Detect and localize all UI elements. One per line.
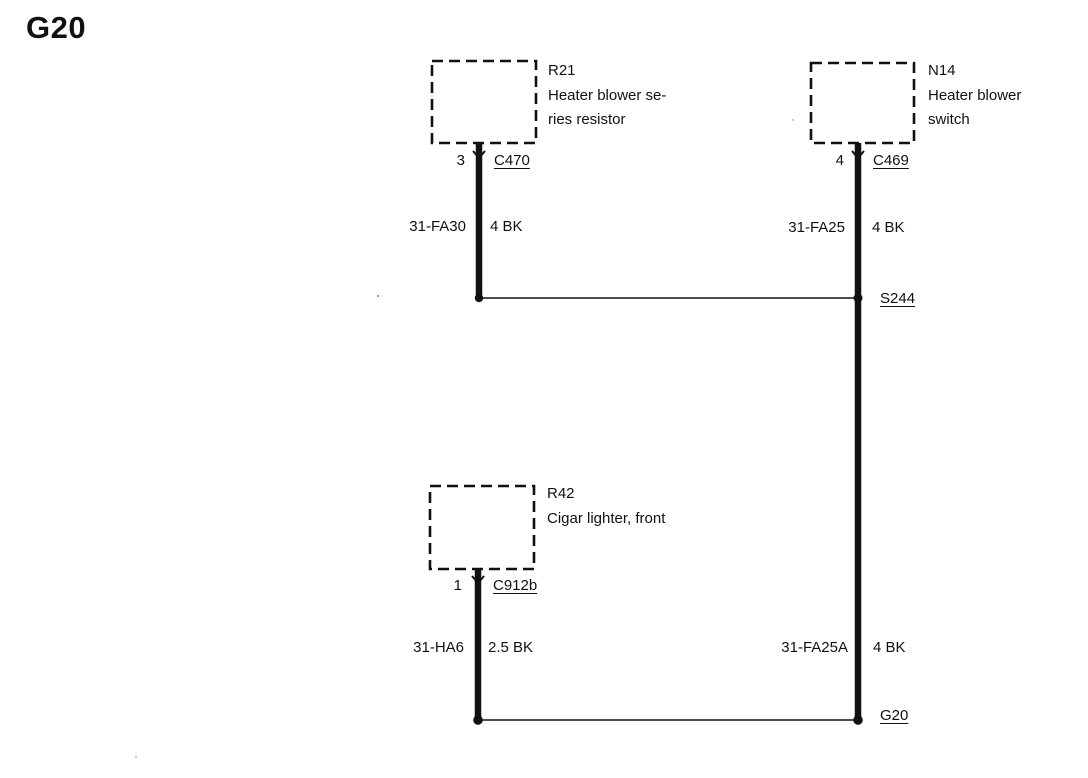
ground-dot-left — [473, 715, 483, 725]
n14-code: N14 — [928, 62, 956, 79]
r42-code: R42 — [547, 485, 575, 502]
scan-speck — [377, 295, 379, 297]
wire-31-fa25-circuit: 31-FA25 — [788, 219, 845, 236]
n14-component-box[interactable] — [809, 61, 916, 145]
connector-c912b[interactable]: C912b — [493, 577, 538, 594]
page-title: G20 — [26, 10, 87, 45]
wire-31-fa25a-circuit: 31-FA25A — [781, 639, 848, 656]
r21-name-line2: ries resistor — [548, 111, 626, 128]
splice-dot-left — [474, 293, 484, 303]
r21-pin-number: 3 — [456, 152, 465, 169]
r21-component-box[interactable] — [430, 59, 538, 145]
r21-name-line1: Heater blower se- — [548, 87, 667, 104]
connector-c470[interactable]: C470 — [494, 152, 530, 169]
scan-speck — [135, 756, 137, 758]
ground-dot-g20[interactable] — [853, 715, 863, 725]
wire-31-ha6-size: 2.5 BK — [488, 639, 534, 656]
n14-name-line2: switch — [928, 111, 970, 128]
wire-31-fa25-size: 4 BK — [872, 219, 905, 236]
wire-31-fa25a-size: 4 BK — [873, 639, 906, 656]
r42-name-line1: Cigar lighter, front — [547, 510, 666, 527]
scan-speck — [792, 119, 794, 121]
n14-name-line1: Heater blower — [928, 87, 1022, 104]
ground-g20-label[interactable]: G20 — [880, 707, 909, 724]
r42-component-box[interactable] — [428, 484, 536, 571]
splice-dot-s244[interactable] — [853, 293, 863, 303]
wire-31-fa30-size: 4 BK — [490, 218, 523, 235]
r21-code: R21 — [548, 62, 576, 79]
connector-c469[interactable]: C469 — [873, 152, 909, 169]
wire-31-fa30-circuit: 31-FA30 — [409, 218, 466, 235]
wire-31-ha6-circuit: 31-HA6 — [413, 639, 464, 656]
n14-pin-number: 4 — [835, 152, 844, 169]
r42-pin-number: 1 — [453, 577, 462, 594]
splice-s244-label[interactable]: S244 — [880, 290, 916, 307]
